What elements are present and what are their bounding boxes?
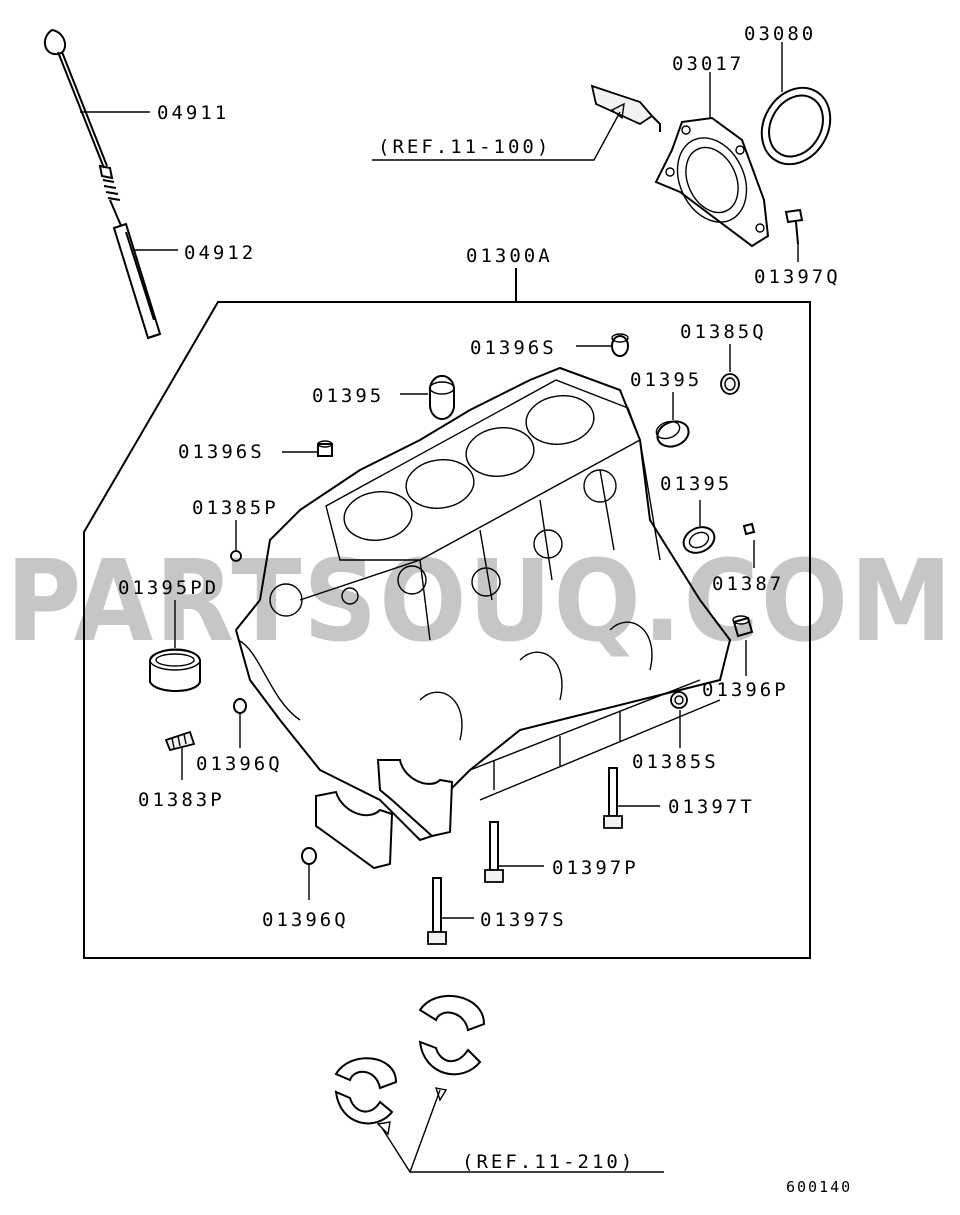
label-01396S-top[interactable]: 01396S <box>470 337 557 359</box>
label-01395-left[interactable]: 01395 <box>312 385 384 407</box>
diagram-code: 600140 <box>786 1178 852 1196</box>
bearing-cap-rear <box>315 790 394 870</box>
dowel-01396Q-bottom <box>301 847 317 865</box>
bearing-shell-lower <box>334 1057 398 1125</box>
label-01387[interactable]: 01387 <box>712 573 784 595</box>
seal-case-bolt <box>784 208 804 245</box>
label-01397T[interactable]: 01397T <box>668 796 755 818</box>
cylinder-block <box>234 366 732 842</box>
label-01300A[interactable]: 01300A <box>466 245 553 267</box>
plug-01395-left <box>428 374 456 421</box>
label-04912[interactable]: 04912 <box>184 242 256 264</box>
label-04911[interactable]: 04911 <box>157 102 229 124</box>
plug-01385P <box>230 550 242 562</box>
bolt-01397P <box>484 821 504 883</box>
plug-01395-right <box>655 420 690 448</box>
watermark: PARTSOUQ.COM <box>6 537 954 667</box>
label-01396S-left[interactable]: 01396S <box>178 441 265 463</box>
dowel-01396Q-left <box>233 698 247 714</box>
label-01385Q[interactable]: 01385Q <box>680 321 767 343</box>
label-01385S[interactable]: 01385S <box>632 751 719 773</box>
ref-11-100[interactable]: (REF.11-100) <box>378 136 551 158</box>
stud-01383P <box>164 730 196 752</box>
assembly-frame <box>83 301 811 959</box>
sealant-tube <box>590 84 661 132</box>
rear-oil-seal <box>760 86 832 166</box>
label-01397S[interactable]: 01397S <box>480 909 567 931</box>
rear-oil-seal-case <box>654 116 770 248</box>
ring-01395-mid <box>682 526 716 554</box>
label-01396Q-left[interactable]: 01396Q <box>196 753 283 775</box>
plug-01385Q <box>720 373 740 395</box>
label-01397Q[interactable]: 01397Q <box>754 266 841 288</box>
label-01395-right[interactable]: 01395 <box>630 369 702 391</box>
label-01397P[interactable]: 01397P <box>552 857 639 879</box>
label-01395PD[interactable]: 01395PD <box>118 577 219 599</box>
label-01395-mid[interactable]: 01395 <box>660 473 732 495</box>
sleeve-01396P <box>732 615 754 638</box>
plug-01385S <box>670 691 688 709</box>
leader-lines <box>80 42 799 1174</box>
bearing-cap-front <box>376 759 454 838</box>
label-03017[interactable]: 03017 <box>672 53 744 75</box>
bearing-shell-upper <box>418 995 486 1076</box>
bolt-01397S <box>427 877 447 945</box>
dowel-01396S-left <box>317 440 333 457</box>
dowel-01396S-top <box>611 333 629 357</box>
label-01383P[interactable]: 01383P <box>138 789 225 811</box>
label-03080[interactable]: 03080 <box>744 23 816 45</box>
label-01385P[interactable]: 01385P <box>192 497 279 519</box>
dipstick <box>43 28 162 340</box>
ref-11-210[interactable]: (REF.11-210) <box>462 1151 635 1173</box>
pin-01387 <box>742 522 756 536</box>
label-01396Q-bottom[interactable]: 01396Q <box>262 909 349 931</box>
bushing-01395PD <box>149 648 201 692</box>
label-01396P[interactable]: 01396P <box>702 679 789 701</box>
bolt-01397T <box>603 767 623 829</box>
